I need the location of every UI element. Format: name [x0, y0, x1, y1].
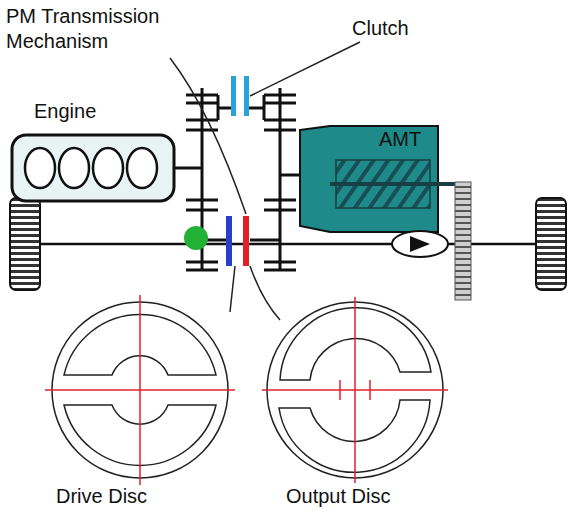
amt-gearbox [300, 126, 471, 300]
output-disc-symbol [243, 216, 249, 266]
differential [410, 236, 430, 252]
differential [392, 231, 448, 257]
leader-line [250, 266, 280, 320]
part-node: Engine [34, 99, 96, 123]
part-node: AMT [379, 127, 421, 151]
clutch-plate [231, 76, 236, 116]
part-label: Clutch [350, 16, 411, 41]
drive-disc-symbol [226, 216, 232, 266]
leader-line [230, 266, 235, 312]
part-label: Drive Disc [56, 484, 147, 509]
leader-line [250, 42, 360, 96]
part-label: PM Transmission Mechanism [4, 4, 178, 54]
part-label: Output Disc [286, 484, 390, 509]
output-disc [262, 297, 448, 483]
motor-symbol [184, 226, 208, 250]
leader-line [170, 58, 246, 214]
drive-disc [45, 295, 235, 485]
right-wheel [536, 198, 566, 290]
clutch-plate [244, 76, 249, 116]
gear-train [174, 88, 305, 270]
engine-block [12, 135, 174, 201]
engine-label: Engine [34, 99, 96, 123]
amt-label: AMT [379, 127, 421, 151]
left-wheel [10, 198, 40, 290]
